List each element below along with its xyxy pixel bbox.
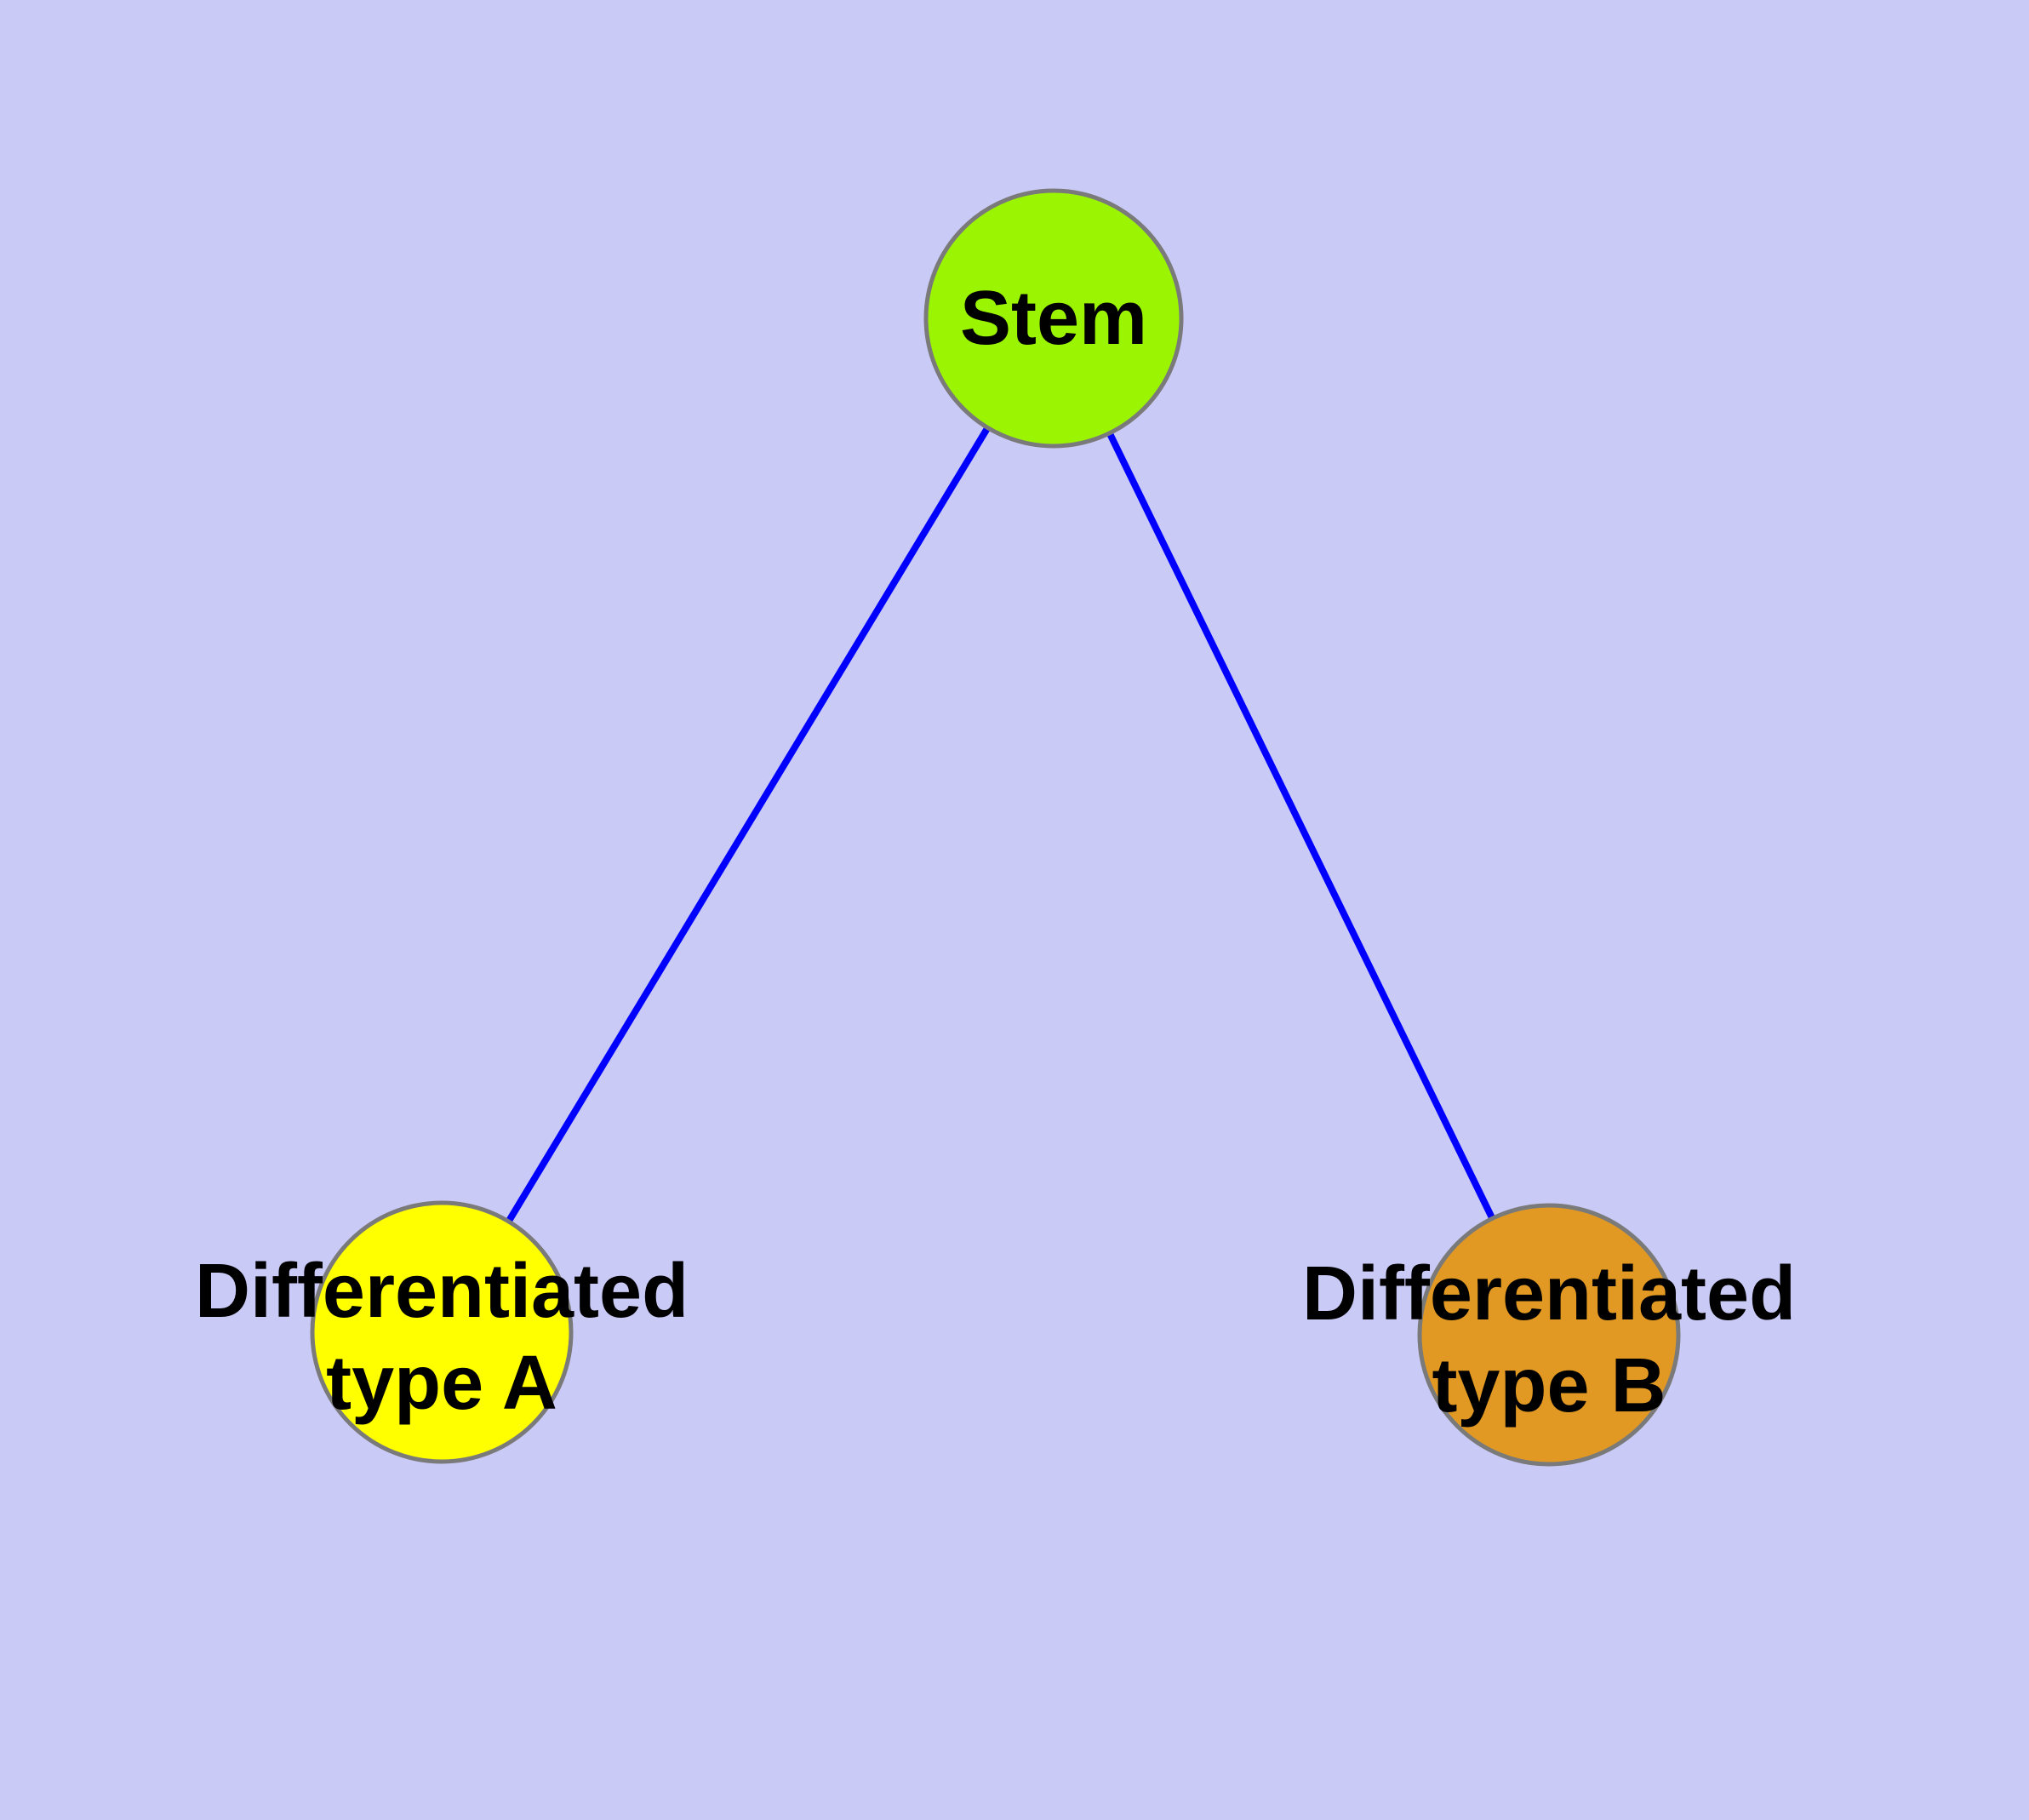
node-differentiated-type-b-circle bbox=[1417, 1203, 1681, 1467]
node-label-type-b-line2: type B bbox=[1432, 1343, 1666, 1428]
edge-stem-to-type-a bbox=[438, 316, 1057, 1335]
node-label-differentiated-type-b: Differentiated type B bbox=[1302, 1248, 1796, 1432]
node-label-differentiated-type-a: Differentiated type A bbox=[195, 1245, 689, 1429]
node-stem-circle bbox=[923, 188, 1184, 449]
edge-stem-to-type-b bbox=[1050, 317, 1552, 1336]
node-label-stem: Stem bbox=[960, 272, 1147, 364]
node-label-type-a-line2: type A bbox=[326, 1341, 557, 1426]
node-label-type-b-line1: Differentiated bbox=[1301, 1251, 1797, 1336]
node-differentiated-type-a-circle bbox=[310, 1200, 574, 1464]
node-label-type-a-line1: Differentiated bbox=[194, 1249, 689, 1334]
node-label-stem-text: Stem bbox=[959, 276, 1148, 361]
